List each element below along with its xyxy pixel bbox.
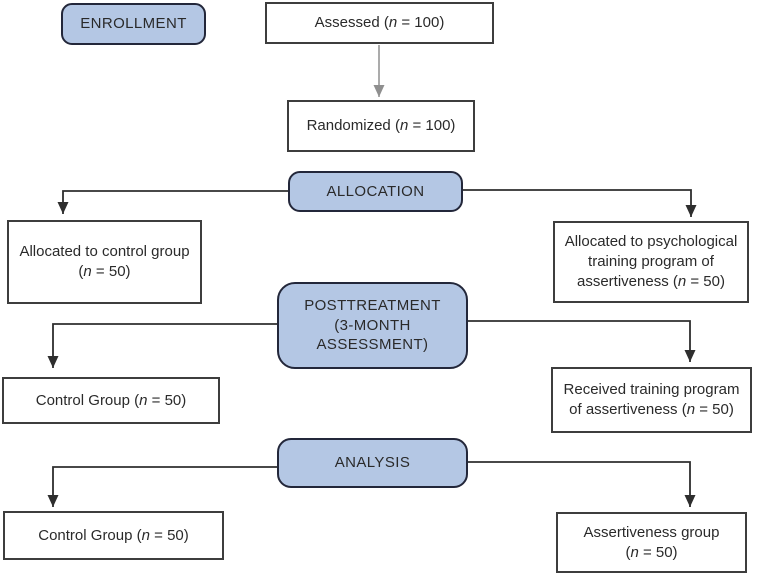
node-assessed-label: Assessed (n = 100) — [314, 14, 445, 32]
node-control-analysis: Control Group (n = 50) — [3, 511, 224, 560]
arrow-posttreatment-to-control — [47, 323, 278, 368]
stage-analysis: ANALYSIS — [277, 438, 468, 488]
stage-analysis-label: ANALYSIS — [334, 454, 411, 472]
node-allocated-treatment: Allocated to psychological training prog… — [553, 221, 749, 303]
stage-enrollment: ENROLLMENT — [61, 3, 206, 45]
stage-enrollment-label: ENROLLMENT — [80, 15, 187, 33]
node-randomized-label: Randomized (n = 100) — [306, 117, 456, 135]
arrow-analysis-to-control — [47, 466, 278, 507]
node-control-posttreatment-label: Control Group (n = 50) — [35, 391, 187, 409]
arrow-analysis-to-assertiveness — [467, 461, 696, 507]
stage-posttreatment: POSTTREATMENT (3-MONTH ASSESSMENT) — [277, 282, 468, 369]
node-assertiveness-group-label: Assertiveness group (n = 50) — [583, 523, 720, 561]
stage-allocation-label: ALLOCATION — [326, 182, 425, 200]
node-assessed: Assessed (n = 100) — [265, 2, 494, 44]
stage-allocation: ALLOCATION — [288, 171, 463, 212]
node-control-analysis-label: Control Group (n = 50) — [38, 526, 189, 544]
arrow-allocation-to-control — [57, 190, 289, 214]
node-received-treatment: Received training program of assertivene… — [551, 367, 752, 433]
node-allocated-control-label: Allocated to control group (n = 50) — [19, 243, 190, 280]
node-received-treatment-label: Received training program of assertivene… — [563, 381, 740, 418]
node-allocated-control: Allocated to control group (n = 50) — [7, 220, 202, 304]
arrow-posttreatment-to-received — [467, 320, 696, 362]
arrow-allocation-to-treatment — [462, 189, 697, 217]
node-control-posttreatment: Control Group (n = 50) — [2, 377, 220, 424]
node-randomized: Randomized (n = 100) — [287, 100, 475, 152]
node-allocated-treatment-label: Allocated to psychological training prog… — [564, 233, 738, 290]
stage-posttreatment-label: POSTTREATMENT (3-MONTH ASSESSMENT) — [304, 297, 441, 354]
node-assertiveness-group: Assertiveness group (n = 50) — [556, 512, 747, 573]
